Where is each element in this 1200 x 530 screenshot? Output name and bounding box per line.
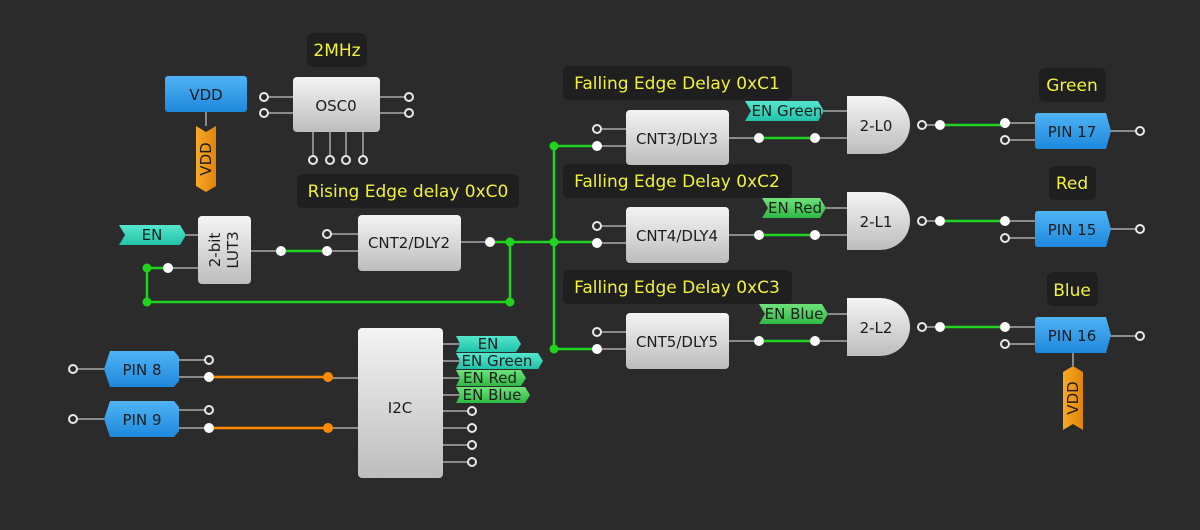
annotation-rising-delay: Rising Edge delay 0xC0 [297,174,519,208]
pin-16-vdd-label: VDD [1064,381,1082,414]
gate-2-l1-label: 2-L1 [860,213,893,231]
gate-2-l2-label: 2-L2 [860,319,893,337]
annotation-green: Green [1039,68,1106,102]
cnt4-dly4-block[interactable]: CNT4/DLY4 [626,207,729,263]
lut3-label-line1: 2-bit [206,233,224,268]
pin-8-label: PIN 8 [122,361,161,379]
cnt4-label: CNT4/DLY4 [636,227,718,245]
i2c-tag-en-green-label: EN Green [462,352,533,370]
i2c-label: I2C [388,399,412,417]
i2c-tag-en-blue: EN Blue [456,386,530,404]
annotation-blue: Blue [1047,272,1098,306]
i2c-tag-en-blue-label: EN Blue [463,386,522,404]
red-label: Red [1056,174,1088,194]
en-green-tag-label: EN Green [752,102,823,120]
i2c-tag-en-red-label: EN Red [463,369,517,387]
lut3-block[interactable]: 2-bit LUT3 [198,216,251,284]
en-tag-label: EN [142,226,163,244]
cnt3-dly3-block[interactable]: CNT3/DLY3 [626,110,729,165]
pin-16-vdd-tag: VDD [1063,366,1083,430]
osc-frequency-label: 2MHz [313,41,360,61]
i2c-tag-en-red: EN Red [456,369,526,387]
vdd-tag: VDD [196,126,216,192]
pin-15-block[interactable]: PIN 15 [1035,211,1111,247]
pin-9-label: PIN 9 [122,411,161,429]
pin-16-label: PIN 16 [1048,327,1097,345]
i2c-net-tags: EN EN Green EN Red EN Blue [456,335,543,404]
gate-2-l0[interactable]: 2-L0 [847,96,910,154]
pin-8-block[interactable]: PIN 8 [104,351,179,387]
falling-delay-2-label: Falling Edge Delay 0xC2 [574,172,780,192]
pin-16-block[interactable]: PIN 16 [1035,317,1111,353]
gate-2-l1[interactable]: 2-L1 [847,192,910,250]
i2c-block[interactable]: I2C [358,328,443,478]
i2c-wires [209,375,328,430]
rising-delay-label: Rising Edge delay 0xC0 [308,182,509,202]
cnt2-label: CNT2/DLY2 [368,234,450,252]
vdd-block[interactable]: VDD [165,76,247,112]
pin-15-label: PIN 15 [1048,221,1097,239]
falling-delay-3-label: Falling Edge Delay 0xC3 [574,278,780,298]
green-label: Green [1046,76,1097,96]
falling-delay-1-label: Falling Edge Delay 0xC1 [574,74,780,94]
cnt5-label: CNT5/DLY5 [636,333,718,351]
annotation-2mhz: 2MHz [307,33,367,67]
annotation-red: Red [1049,166,1096,200]
osc0-label: OSC0 [315,97,356,115]
junctions [142,141,559,433]
cnt2-dly2-block[interactable]: CNT2/DLY2 [358,215,461,271]
annotation-falling-delay-2: Falling Edge Delay 0xC2 [563,164,792,198]
blue-label: Blue [1053,281,1091,301]
cnt5-dly5-block[interactable]: CNT5/DLY5 [626,313,729,369]
pin-17-label: PIN 17 [1048,123,1097,141]
annotation-falling-delay-1: Falling Edge Delay 0xC1 [563,66,792,100]
connected-pins[interactable] [163,118,1010,433]
cnt3-label: CNT3/DLY3 [636,130,718,148]
net-tag-en-blue-input: EN Blue [759,304,828,324]
pin-9-block[interactable]: PIN 9 [104,401,179,437]
i2c-tag-en-label: EN [478,335,499,353]
gate-2-l0-label: 2-L0 [860,117,893,135]
lut3-label-line2: LUT3 [224,231,242,268]
i2c-tag-en-green: EN Green [456,352,543,370]
annotation-falling-delay-3: Falling Edge Delay 0xC3 [563,270,792,304]
net-tag-en-green-input: EN Green [745,101,824,121]
osc0-block[interactable]: OSC0 [293,77,380,132]
vdd-tag-label: VDD [197,142,215,175]
net-tag-en-red-input: EN Red [762,198,826,218]
vdd-block-label: VDD [189,86,222,104]
pin-17-block[interactable]: PIN 17 [1035,113,1111,149]
en-red-tag-label: EN Red [768,199,822,217]
i2c-tag-en: EN [456,335,521,353]
open-pins[interactable] [68,92,1145,467]
en-blue-tag-label: EN Blue [765,305,824,323]
gate-2-l2[interactable]: 2-L2 [847,298,910,356]
net-tag-en-input: EN [119,225,186,245]
